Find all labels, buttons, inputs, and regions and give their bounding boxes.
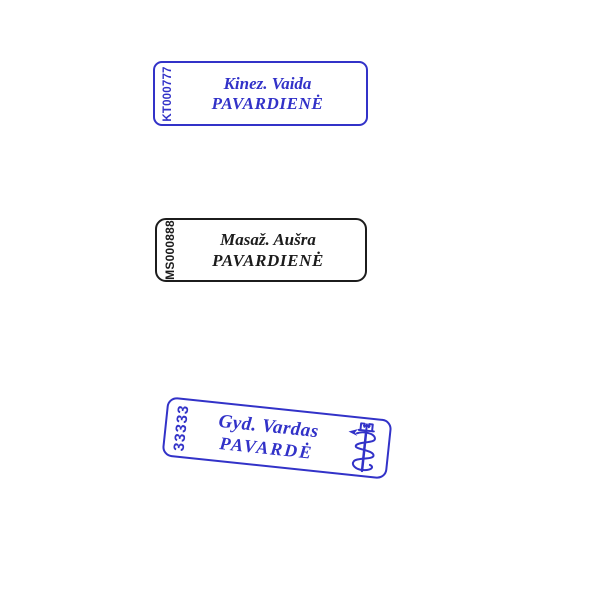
stamp-text-block: Gyd. Vardas PAVARDĖ	[190, 408, 345, 467]
stamp-gyd-vardas: 33333 Gyd. Vardas PAVARDĖ	[161, 396, 393, 480]
surname-line: PAVARDIENĖ	[212, 251, 324, 270]
profession-name-line: Masaž. Aušra	[220, 230, 316, 249]
stamp-text-block: Kinez. Vaida PAVARDIENĖ	[179, 74, 356, 114]
stamp-text-block: Masaž. Aušra PAVARDIENĖ	[181, 229, 355, 271]
stamp-kinez-vaida: KT000777 Kinez. Vaida PAVARDIENĖ	[153, 61, 368, 126]
registration-code-vertical: 33333	[170, 403, 193, 453]
surname-line: PAVARDIENĖ	[211, 93, 324, 113]
profession-name-line: Kinez. Vaida	[223, 73, 312, 93]
registration-code-vertical: MS000888	[163, 220, 177, 280]
stamp-masaz-ausra: MS000888 Masaž. Aušra PAVARDIENĖ	[155, 218, 367, 282]
registration-code-vertical: KT000777	[162, 65, 174, 122]
asclepius-staff-icon	[342, 418, 387, 476]
